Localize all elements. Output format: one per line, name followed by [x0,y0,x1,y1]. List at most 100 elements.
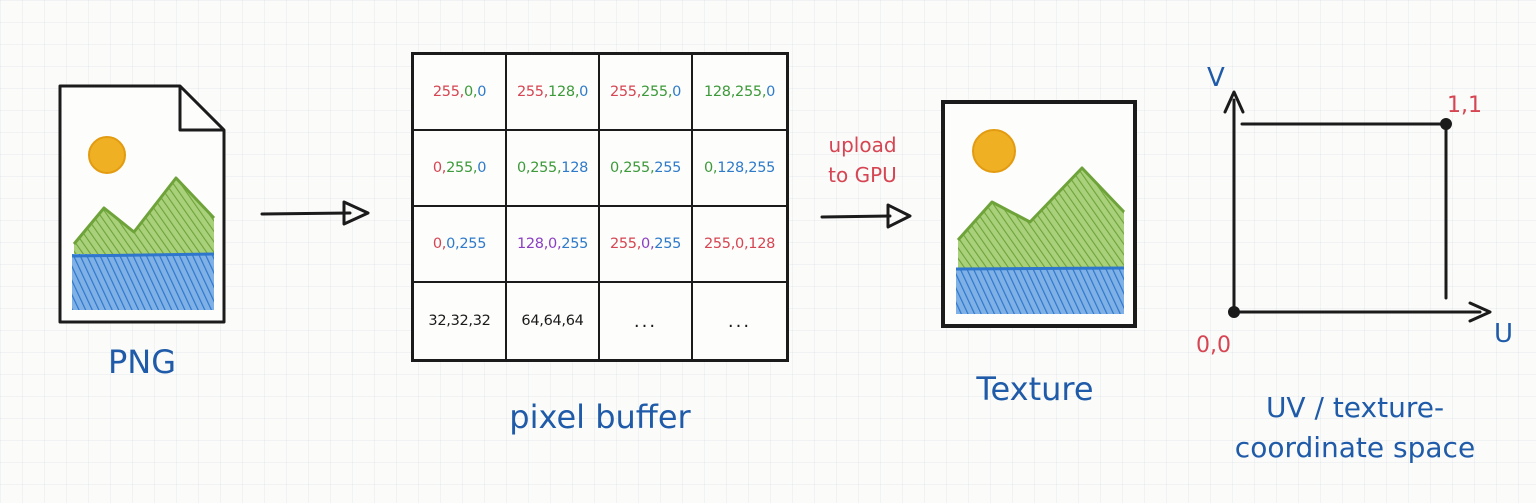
pixel-channel-separator: , [743,236,749,252]
pixel-cell: 0,128,255 [693,131,786,207]
v-axis-label: V [1207,63,1225,93]
uv-coordinate-space [1223,90,1492,323]
pixel-channel-value: 0 [432,236,442,252]
pixel-channel-value: 255 [654,160,682,176]
corner-point [1440,118,1452,130]
corner-label: 1,1 [1447,93,1482,118]
pixel-channel-separator: , [441,236,447,252]
pixel-channel-separator: , [446,313,451,329]
image-file-icon [58,84,226,324]
origin-point [1228,306,1240,318]
pixel-channel-separator: , [556,236,562,252]
pixel-channel-separator: , [539,313,544,329]
pixel-channel-value: 0 [735,236,744,252]
pixel-channel-value: 255 [623,160,650,176]
pixel-channel-separator: , [468,313,473,329]
pixel-channel-value: 128 [561,160,589,176]
pixel-channel-separator: , [543,236,549,252]
pixel-channel-value: 0 [766,84,776,100]
pixel-channel-separator: , [472,160,478,176]
pixel-channel-value: 0 [432,160,442,176]
pixel-channel-separator: , [543,84,549,100]
pixel-channel-value: ... [633,310,658,332]
pixel-channel-value: 32 [428,313,447,329]
pixel-channel-value: 0 [446,236,456,252]
pixel-channel-value: 255 [516,84,544,100]
pixel-channel-value: 0 [477,160,487,176]
u-axis-label: U [1494,319,1513,349]
pixel-channel-value: 128 [516,236,544,252]
pixel-channel-value: 255 [561,236,589,252]
pixel-channel-separator: , [649,236,655,252]
pixel-channel-value: 0 [641,236,650,252]
pixel-cell: 128,0,255 [507,207,600,283]
pixel-channel-value: 128 [703,84,731,100]
pixel-channel-value: 255 [735,84,762,100]
arrow-upload-to-gpu [820,203,912,229]
pixel-channel-separator: , [636,84,642,100]
uv-space-label: UV / texture- coordinate space [1210,388,1500,468]
pixel-channel-separator: , [743,160,749,176]
pixel-channel-separator: , [667,84,673,100]
pixel-channel-value: 255 [459,236,487,252]
pixel-channel-value: 0 [579,84,589,100]
upload-label-line-1: upload [828,133,897,157]
pixel-channel-value: 255 [609,84,637,100]
pixel-channel-separator: , [712,160,718,176]
arrow-png-to-buffer [260,200,370,226]
pixel-cell: ... [600,283,693,359]
pixel-channel-separator: , [459,84,465,100]
pixel-channel-value: 64 [543,313,562,329]
pixel-cell: 255,0,255 [600,207,693,283]
pixel-channel-value: 64 [565,313,584,329]
upload-label-line-2: to GPU [828,163,897,187]
pixel-channel-value: 0 [477,84,487,100]
uv-label-line-1: UV / texture- [1265,391,1445,424]
pixel-channel-value: 255 [609,236,637,252]
pixel-channel-value: 32 [450,313,469,329]
pixel-channel-value: 0 [672,84,682,100]
pixel-cell: 255,0,128 [693,207,786,283]
pixel-cell: 0,0,255 [414,207,507,283]
pixel-cell: 255,255,0 [600,55,693,131]
landscape-texture-icon [941,100,1137,328]
upload-to-gpu-label: upload to GPU [805,130,920,190]
pixel-cell: 0,255,255 [600,131,693,207]
texture-label: Texture [976,370,1094,408]
pixel-channel-separator: , [574,84,580,100]
png-label: PNG [107,343,177,381]
pixel-channel-separator: , [441,160,447,176]
pixel-cell: 128,255,0 [693,55,786,131]
pixel-channel-value: 128 [748,236,776,252]
pixel-channel-value: 255 [530,160,557,176]
pixel-cell: 0,255,128 [507,131,600,207]
pixel-channel-value: 255 [432,84,460,100]
pixel-channel-value: 64 [521,313,540,329]
origin-label: 0,0 [1196,333,1231,358]
pixel-cell: 64,64,64 [507,283,600,359]
pixel-channel-value: 255 [748,160,776,176]
pixel-channel-value: 0 [609,160,619,176]
pixel-channel-separator: , [561,313,566,329]
pixel-channel-value: 255 [641,84,668,100]
pixel-channel-value: 0 [516,160,526,176]
pixel-cell: 0,255,0 [414,131,507,207]
pixel-channel-value: 255 [703,236,731,252]
pixel-channel-separator: , [761,84,767,100]
pixel-channel-separator: , [455,236,460,252]
pixel-channel-value: 0 [703,160,713,176]
uv-label-line-2: coordinate space [1234,431,1476,464]
pixel-channel-value: 0 [548,236,557,252]
pixel-channel-value: 128 [548,84,575,100]
pixel-channel-separator: , [649,160,655,176]
pixel-channel-value: 32 [472,313,491,329]
pixel-channel-value: ... [727,310,752,332]
pixel-channel-value: 128 [717,160,744,176]
pixel-channel-separator: , [556,160,562,176]
pixel-channel-separator: , [472,84,478,100]
pixel-channel-separator: , [730,236,736,252]
pixel-channel-separator: , [618,160,624,176]
pixel-channel-separator: , [525,160,531,176]
